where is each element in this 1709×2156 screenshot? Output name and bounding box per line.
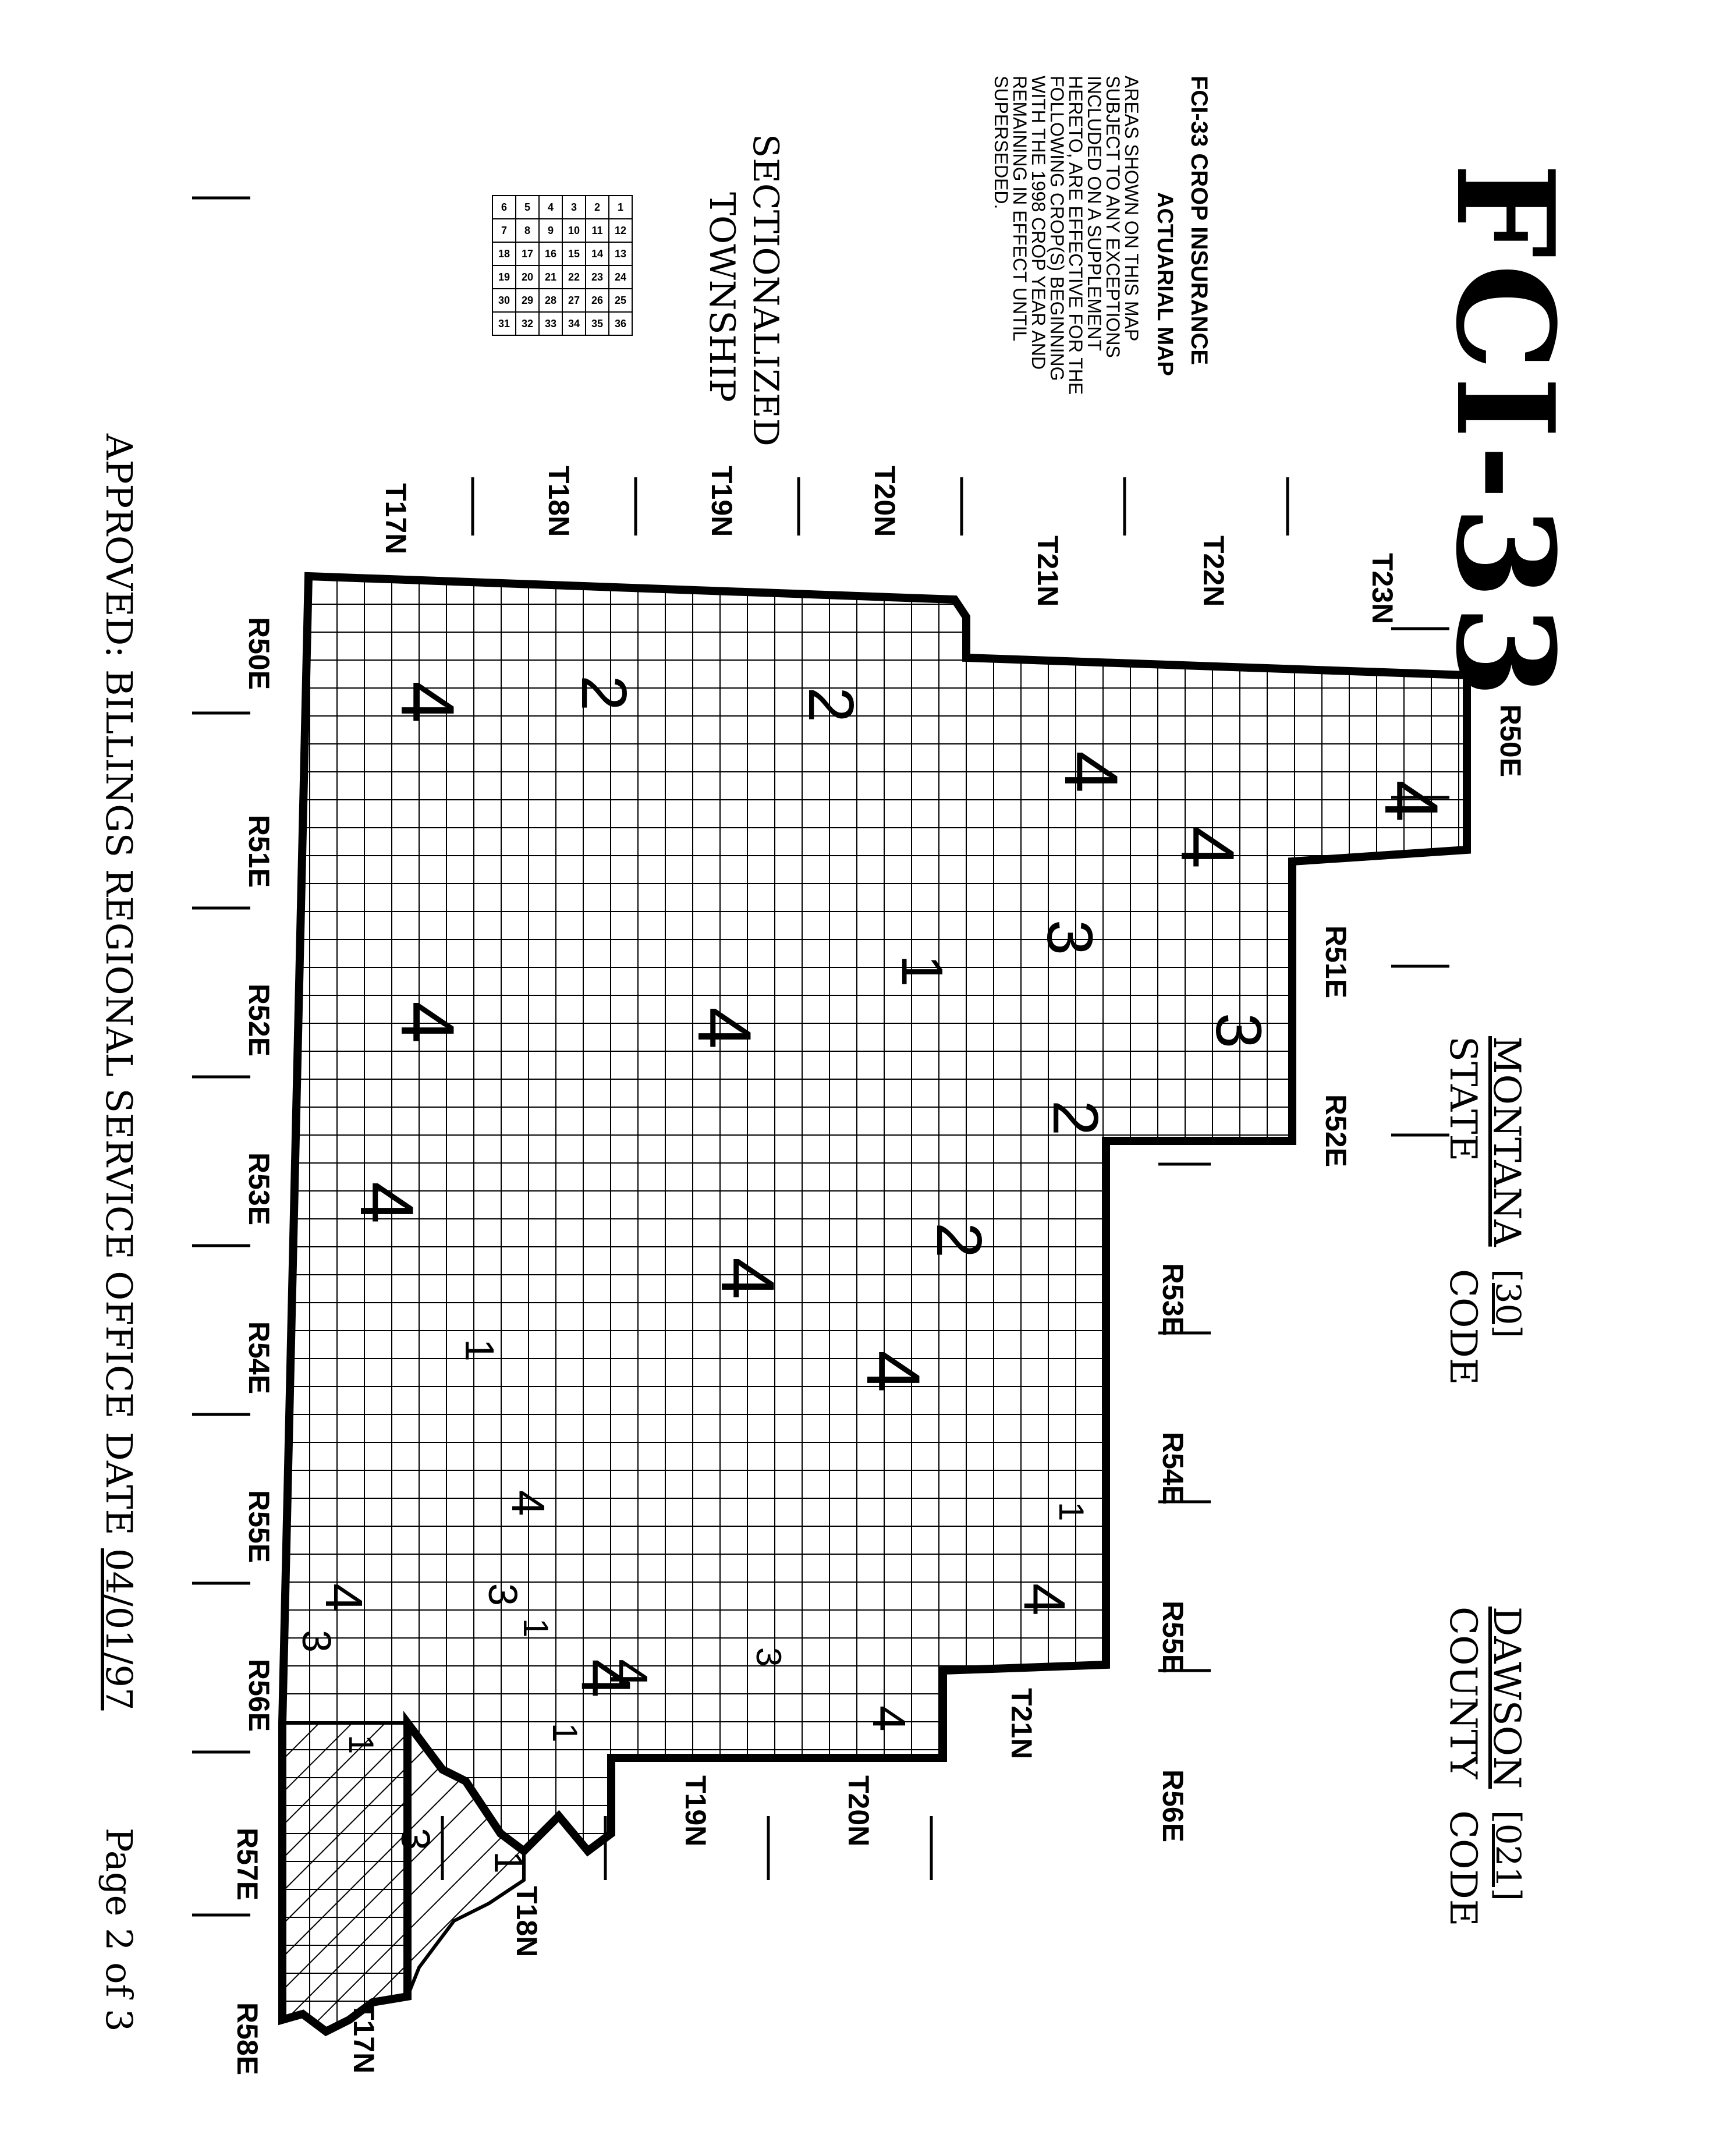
- rate-area-number: 3: [749, 1647, 788, 1666]
- section-number: 9: [538, 218, 563, 243]
- rate-area-number: 1: [342, 1735, 381, 1754]
- section-number: 4: [538, 195, 563, 219]
- section-number: 36: [608, 311, 633, 336]
- rate-area-number: 4: [851, 1350, 936, 1392]
- rate-area-number: 4: [1369, 780, 1454, 822]
- county-boundary: [278, 572, 1471, 2037]
- section-number: 18: [492, 242, 516, 266]
- section-number: 16: [538, 242, 563, 266]
- rate-area-number: 1: [1052, 1502, 1091, 1521]
- rate-area-number: 3: [480, 1583, 526, 1606]
- rate-area-number: 2: [1040, 1100, 1111, 1136]
- rate-area-number: 3: [393, 1828, 438, 1850]
- rate-area-number: 4: [863, 1705, 915, 1732]
- rate-area-number: 3: [294, 1630, 339, 1653]
- section-number: 34: [562, 311, 586, 336]
- rate-area-number: 4: [1165, 827, 1250, 868]
- rate-area-number: 2: [568, 675, 640, 711]
- rate-area-number: 4: [385, 1001, 470, 1043]
- section-number: 28: [538, 288, 563, 313]
- rate-area-number: 1: [889, 955, 955, 987]
- section-number: 10: [562, 218, 586, 243]
- section-number: 35: [585, 311, 609, 336]
- section-number: 33: [538, 311, 563, 336]
- section-number: 20: [515, 265, 540, 289]
- hatched-area: [281, 1721, 526, 2034]
- section-number: 21: [538, 265, 563, 289]
- rate-area-number: 4: [1049, 751, 1134, 793]
- rate-area-number: 4: [314, 1583, 373, 1612]
- section-number: 14: [585, 242, 609, 266]
- section-number: 15: [562, 242, 586, 266]
- section-number: 19: [492, 265, 516, 289]
- section-number: 8: [515, 218, 540, 243]
- rate-area-number: 1: [457, 1339, 502, 1361]
- section-number: 13: [608, 242, 633, 266]
- rate-area-number: 2: [795, 687, 867, 722]
- rate-area-number: 1: [486, 1851, 531, 1874]
- rate-area-number: 1: [516, 1618, 555, 1637]
- section-number: 6: [492, 195, 516, 219]
- section-number: 12: [608, 218, 633, 243]
- section-number: 27: [562, 288, 586, 313]
- section-number: 2: [585, 195, 609, 219]
- rate-area-number: 4: [567, 1659, 645, 1698]
- rate-area-number: 4: [385, 681, 470, 723]
- section-number: 24: [608, 265, 633, 289]
- section-number: 3: [562, 195, 586, 219]
- rate-area-number: 4: [1012, 1583, 1077, 1616]
- section-number: 29: [515, 288, 540, 313]
- rate-area-number: 3: [1034, 920, 1105, 955]
- rate-area-number: 4: [345, 1182, 430, 1224]
- section-number: 17: [515, 242, 540, 266]
- section-number: 23: [585, 265, 609, 289]
- rate-area-number: 2: [923, 1222, 995, 1258]
- rate-area-number: 4: [682, 1007, 767, 1049]
- rate-area-number: 4: [705, 1257, 790, 1299]
- section-number: 22: [562, 265, 586, 289]
- section-number: 1: [608, 195, 633, 219]
- section-number: 30: [492, 288, 516, 313]
- section-number: 11: [585, 218, 609, 243]
- section-number: 31: [492, 311, 516, 336]
- township-ticks: [192, 196, 1449, 1917]
- rate-area-number: 4: [502, 1490, 554, 1516]
- section-number: 25: [608, 288, 633, 313]
- rate-area-number: 3: [1203, 1013, 1274, 1048]
- rate-area-number: 1: [545, 1723, 584, 1742]
- section-number: 7: [492, 218, 516, 243]
- section-number: 5: [515, 195, 540, 219]
- section-number: 32: [515, 311, 540, 336]
- section-number: 26: [585, 288, 609, 313]
- rate-area-number: 4: [600, 1659, 658, 1688]
